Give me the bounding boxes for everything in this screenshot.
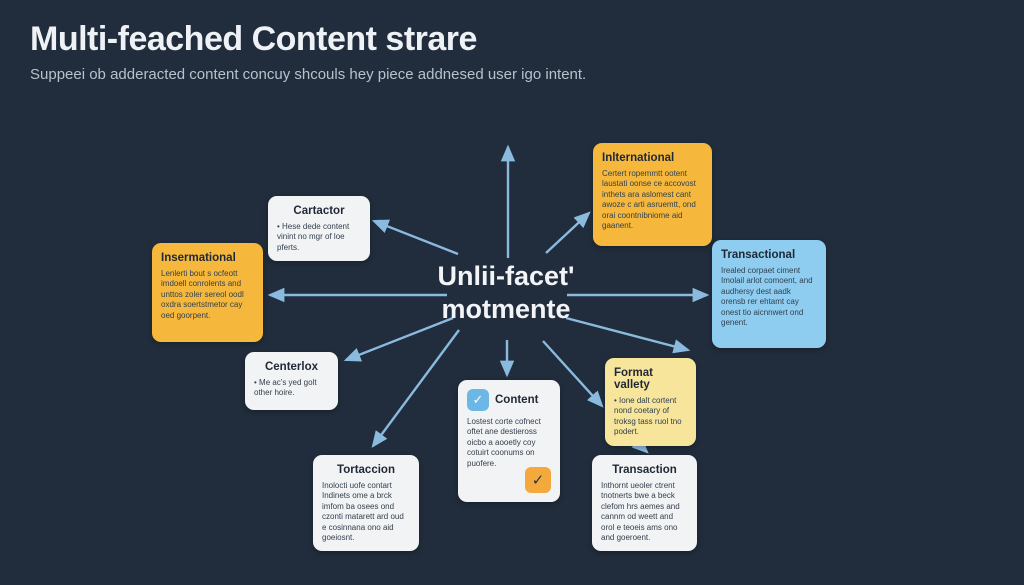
card-transactional-body: Irealed corpaet ciment Imolail arlot com…: [721, 266, 813, 327]
card-international-body: Certert ropemmtt ootent laustati oonse c…: [602, 169, 696, 230]
check-icon-blue: ✓: [467, 389, 489, 411]
card-international: Inlternational Certert ropemmtt ootent l…: [593, 143, 712, 246]
card-tortaccion-body: Inolocti uofe contart Indinets ome a brc…: [322, 481, 404, 542]
card-international-title: Inlternational: [602, 152, 675, 164]
card-content: ✓ Content Lostest corte cofnect oftet an…: [458, 380, 560, 502]
page-subtitle: Suppeei ob adderacted content concuy shc…: [30, 66, 587, 83]
hub-label: Unlii-facet' motmente: [400, 260, 612, 326]
arrow-to-cartactor: [371, 219, 459, 256]
card-transactional: Transactional Irealed corpaet ciment Imo…: [712, 240, 826, 348]
card-format-variety-title: Format vallety: [614, 367, 653, 391]
card-insermational-title: Insermational: [161, 252, 236, 264]
card-insermational: Insermational Lenlerti bout s ocfeott im…: [152, 243, 263, 342]
arrow-to-format-variety: [565, 316, 691, 354]
card-transaction-title: Transaction: [612, 464, 677, 476]
card-centerlox-body: • Me ac's yed golt other hoire.: [254, 378, 317, 398]
card-transaction: Transaction Inthornt ueoler ctrent tnotn…: [592, 455, 697, 552]
card-content-body: Lostest corte cofnect oftet ane destiero…: [467, 417, 541, 468]
card-format-variety: Format vallety • Ione dalt cortent nond …: [605, 358, 696, 446]
arrow-to-international: [545, 211, 591, 254]
card-cartactor-body: • Hese dede content vinint no mgr of loe…: [277, 222, 350, 252]
arrow-to-format-left: [542, 340, 604, 408]
card-transaction-body: Inthornt ueoler ctrent tnotnerts bwe a b…: [601, 481, 680, 542]
check-icon-yellow: ✓: [525, 467, 551, 493]
hub-line-1: Unlii-facet': [437, 261, 575, 291]
card-centerlox-title: Centerlox: [264, 361, 319, 373]
card-content-header: ✓ Content: [467, 389, 551, 411]
card-content-title: Content: [495, 394, 539, 406]
arrow-to-tortaccion: [371, 329, 460, 448]
card-cartactor: Cartactor • Hese dede content vinint no …: [268, 196, 370, 262]
card-insermational-body: Lenlerti bout s ocfeott imdoell conrolen…: [161, 269, 244, 320]
page-title: Multi-feached Content strare: [30, 20, 477, 58]
card-tortaccion-title: Tortaccion: [337, 464, 395, 476]
card-tortaccion: Tortaccion Inolocti uofe contart Indinet…: [313, 455, 419, 552]
hub-line-2: motmente: [441, 293, 571, 324]
arrow-to-centerlox: [343, 316, 454, 362]
card-transactional-title: Transactional: [721, 249, 796, 261]
card-cartactor-title: Cartactor: [293, 205, 345, 217]
card-format-variety-body: • Ione dalt cortent nond coetary of trok…: [614, 396, 682, 437]
card-centerlox: Centerlox • Me ac's yed golt other hoire…: [245, 352, 338, 410]
